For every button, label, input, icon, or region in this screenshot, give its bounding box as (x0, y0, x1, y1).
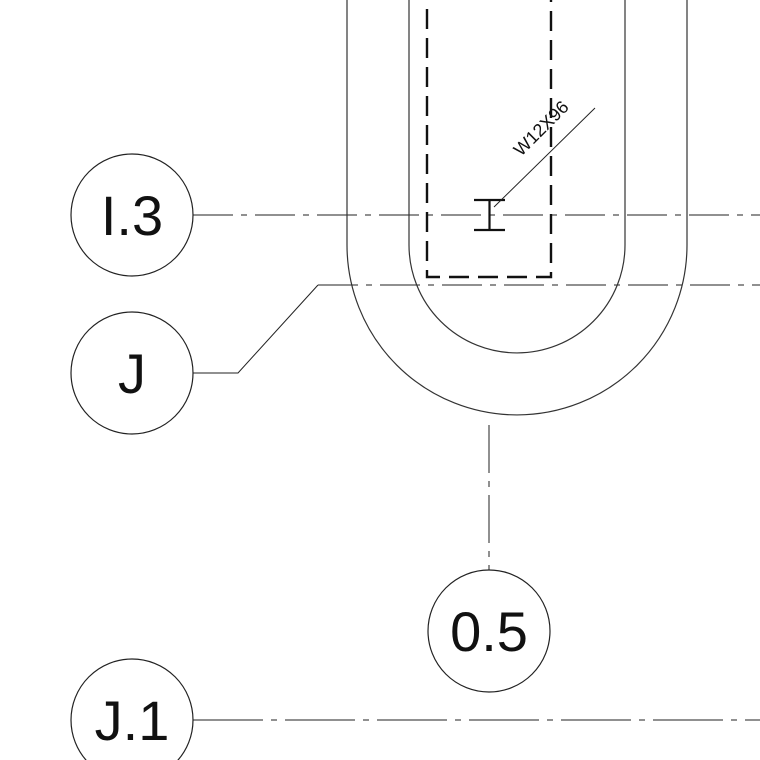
grid-bubble-j-label: J (118, 342, 146, 405)
grid-bubble-j[interactable]: J (70, 311, 194, 435)
grid-bubble-i3-label: I.3 (101, 184, 163, 247)
grid-bubble-0-5[interactable]: 0.5 (427, 569, 551, 693)
grid-bubble-j1[interactable]: J.1 (70, 658, 194, 760)
beam-tag-leader (493, 107, 596, 208)
outer-pier-outline (346, 0, 688, 416)
gridline-j-leader (193, 284, 319, 374)
beam-size-label: W12X96 (510, 97, 573, 160)
grid-bubble-i3[interactable]: I.3 (70, 153, 194, 277)
inner-pier-outline (408, 0, 626, 354)
grid-bubble-0-5-label: 0.5 (450, 600, 528, 663)
grid-bubble-j1-label: J.1 (95, 689, 170, 752)
column-w-shape-symbol (474, 198, 505, 232)
base-plate-dashed (425, 0, 553, 279)
